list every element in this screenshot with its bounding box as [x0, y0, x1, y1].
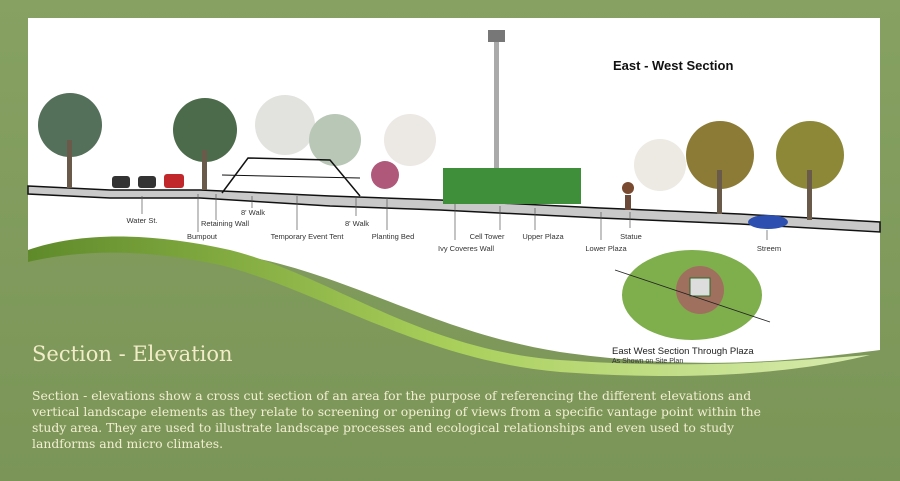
label-lower-plaza: Lower Plaza	[585, 244, 627, 253]
label-retaining-wall: Retaining Wall	[200, 219, 250, 228]
inset-title: East West Section Through Plaza	[612, 346, 754, 357]
label-ivy-wall: Ivy Coveres Wall	[438, 244, 494, 253]
page-heading: Section - Elevation	[32, 342, 233, 366]
ground-section	[27, 185, 881, 233]
green-swoosh	[28, 236, 870, 376]
statue	[625, 195, 631, 210]
label-walk-2: 8' Walk	[344, 219, 370, 228]
ivy-wall	[443, 168, 581, 204]
label-bumpout: Bumpout	[186, 232, 218, 241]
label-upper-plaza: Upper Plaza	[522, 232, 564, 241]
description-text: Section - elevations show a cross cut se…	[32, 388, 761, 451]
label-cell-tower: Cell Tower	[469, 232, 505, 241]
label-water-st: Water St.	[126, 216, 158, 225]
inset-subtitle: As Shown on Site Plan	[612, 358, 684, 365]
label-walk-1: 8' Walk	[240, 208, 266, 217]
trees	[38, 93, 844, 220]
label-planting-bed: Planting Bed	[371, 232, 415, 241]
label-event-tent: Temporary Event Tent	[270, 232, 344, 241]
leader-lines	[141, 194, 768, 240]
section-title: East - West Section	[613, 58, 734, 73]
stream	[748, 215, 788, 229]
label-statue: Statue	[620, 232, 642, 241]
cars	[112, 174, 184, 188]
cell-tower	[494, 42, 499, 200]
label-stream: Streem	[756, 244, 782, 253]
